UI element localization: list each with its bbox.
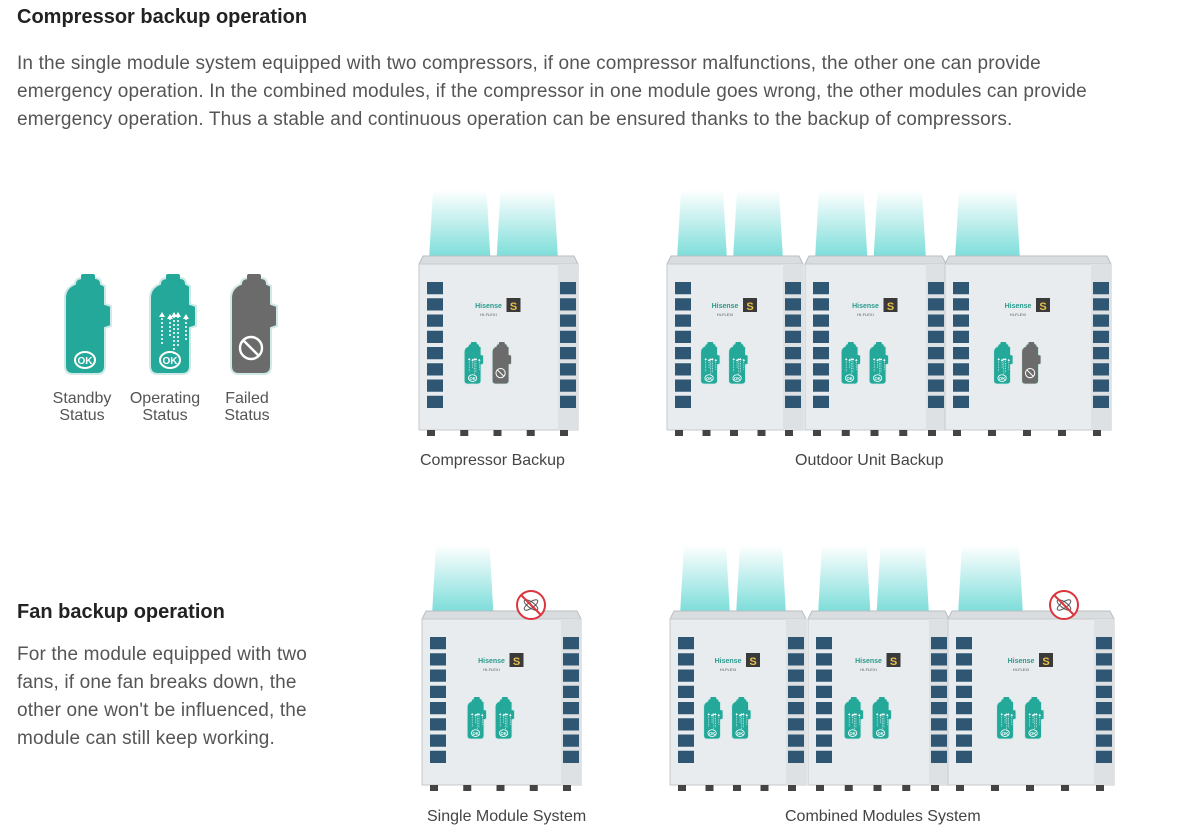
svg-text:S: S [746, 301, 753, 313]
svg-text:OK: OK [734, 376, 740, 381]
standby-compressor-icon: OK [57, 270, 113, 382]
svg-text:OK: OK [999, 376, 1005, 381]
legend-line: Status [142, 407, 188, 424]
svg-text:S: S [887, 301, 894, 313]
svg-text:S: S [1039, 301, 1046, 313]
description-line: In the single module system equipped wit… [17, 53, 1041, 74]
status-legend: OK OK Standby Status Operating Status Fa… [40, 265, 290, 435]
fan-backup-title: Fan backup operation [17, 601, 225, 623]
outdoor-unit-backup-caption: Outdoor Unit Backup [795, 452, 944, 469]
fan-backup-description: For the module equipped with two fans, i… [17, 641, 377, 753]
svg-text:S: S [510, 301, 517, 313]
svg-text:HI-FLEXI: HI-FLEXI [860, 667, 876, 672]
svg-text:OK: OK [163, 356, 179, 367]
failed-compressor-icon [223, 270, 279, 382]
svg-text:Hisense: Hisense [852, 303, 879, 310]
compressor-backup-description: In the single module system equipped wit… [17, 50, 1181, 134]
svg-text:HI-FLEXI: HI-FLEXI [720, 667, 736, 672]
svg-text:OK: OK [500, 731, 506, 736]
svg-text:S: S [513, 656, 520, 668]
description-line: fans, if one fan breaks down, the [17, 672, 297, 693]
svg-text:OK: OK [737, 731, 743, 736]
svg-text:OK: OK [472, 731, 478, 736]
svg-text:OK: OK [709, 731, 715, 736]
svg-text:OK: OK [1002, 731, 1008, 736]
svg-text:HI-FLEXI: HI-FLEXI [480, 312, 496, 317]
svg-text:Hisense: Hisense [478, 658, 505, 665]
description-line: module can still keep working. [17, 728, 275, 749]
svg-text:S: S [1042, 656, 1049, 668]
svg-text:S: S [749, 656, 756, 668]
svg-text:OK: OK [469, 376, 475, 381]
svg-text:HI-FLEXI: HI-FLEXI [717, 312, 733, 317]
legend-line: Status [59, 407, 105, 424]
description-line: emergency operation. Thus a stable and c… [17, 109, 1013, 130]
compressor-backup-caption: Compressor Backup [420, 452, 565, 469]
svg-text:Hisense: Hisense [1005, 303, 1032, 310]
description-line: emergency operation. In the combined mod… [17, 81, 1087, 102]
legend-line: Standby [52, 390, 112, 407]
svg-text:Hisense: Hisense [715, 658, 742, 665]
svg-text:S: S [890, 656, 897, 668]
standby-status-label: Standby Status [37, 390, 127, 424]
svg-text:OK: OK [706, 376, 712, 381]
svg-text:Hisense: Hisense [475, 303, 502, 310]
svg-text:OK: OK [874, 376, 880, 381]
combined-modules-caption: Combined Modules System [785, 808, 981, 825]
legend-line: Status [224, 407, 270, 424]
single-module-caption: Single Module System [427, 808, 587, 825]
operating-compressor-icon: OK [142, 270, 198, 382]
svg-text:OK: OK [78, 356, 94, 367]
legend-line: Failed [225, 390, 269, 407]
svg-text:OK: OK [846, 376, 852, 381]
svg-text:Hisense: Hisense [1008, 658, 1035, 665]
svg-text:HI-FLEXI: HI-FLEXI [483, 667, 499, 672]
legend-line: Operating [129, 390, 201, 407]
svg-text:OK: OK [1030, 731, 1036, 736]
svg-text:HI-FLEXI: HI-FLEXI [857, 312, 873, 317]
svg-text:Hisense: Hisense [855, 658, 882, 665]
compressor-backup-title: Compressor backup operation [17, 6, 308, 28]
failed-status-label: Failed Status [202, 390, 292, 424]
description-line: For the module equipped with two [17, 644, 307, 665]
svg-text:OK: OK [849, 731, 855, 736]
operating-status-label: Operating Status [120, 390, 210, 424]
svg-text:Hisense: Hisense [712, 303, 739, 310]
svg-text:HI-FLEXI: HI-FLEXI [1013, 667, 1029, 672]
description-line: other one won't be influenced, the [17, 700, 307, 721]
svg-text:OK: OK [877, 731, 883, 736]
svg-text:HI-FLEXI: HI-FLEXI [1010, 312, 1026, 317]
